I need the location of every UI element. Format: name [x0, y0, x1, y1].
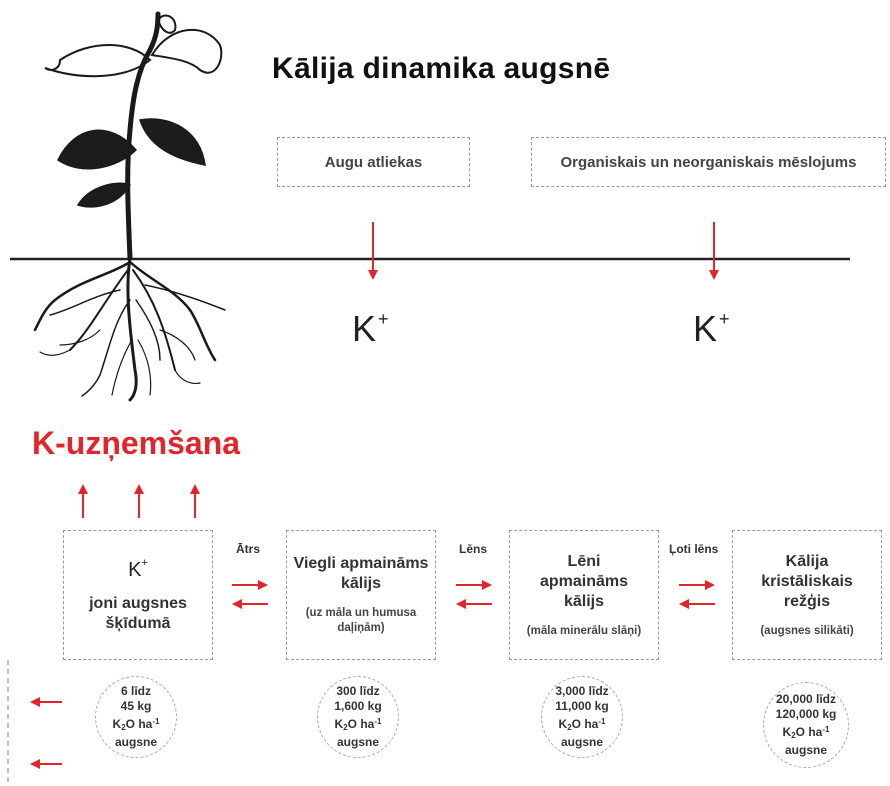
- pool-box-slowly-exchangeable: Lēni apmaināms kālijs (māla minerālu slā…: [509, 530, 659, 660]
- pool-main-label: Kālija kristāliskais režģis: [761, 552, 853, 610]
- amount-range-end: 45 kg: [120, 699, 152, 713]
- page-title: Kālija dinamika augsnē: [272, 52, 611, 85]
- pool-sub-label: (uz māla un humusa daļiņām): [305, 607, 417, 634]
- k-ion-label: K+: [693, 308, 730, 350]
- amount-range-end: 11,000 kg: [555, 699, 609, 713]
- pool-main-label: Viegli apmaināms kālijs: [293, 555, 429, 592]
- pool-k-charge: +: [141, 556, 148, 569]
- pool-sub-label: (māla minerālu slāņi): [526, 624, 642, 637]
- k-ion-charge: +: [378, 309, 389, 329]
- amount-circle-solution: 6 līdz 45 kg K2O ha-1 augsne: [95, 676, 177, 758]
- amount-range-end: 1,600 kg: [334, 699, 382, 713]
- k-ion-base: K: [352, 308, 377, 349]
- amount-unit: K2O ha-1: [558, 717, 606, 732]
- plant-illustration: [33, 11, 226, 402]
- k-ion-charge: +: [719, 309, 730, 329]
- amount-range-end: 120,000 kg: [775, 707, 837, 721]
- amount-range-start: 3,000 līdz: [555, 684, 609, 698]
- exchange-arrows: [232, 580, 715, 609]
- pool-main-label: Lēni apmaināms kālijs: [539, 552, 629, 610]
- amount-unit: K2O ha-1: [112, 717, 160, 732]
- pool-box-crystal-lattice: Kālija kristāliskais režģis (augsnes sil…: [732, 530, 882, 660]
- k-ion-label: K+: [352, 308, 389, 350]
- input-label: Augu atliekas: [324, 153, 423, 171]
- pool-main-label: joni augsnes šķīdumā: [89, 594, 187, 632]
- amount-range-start: 300 līdz: [336, 684, 380, 698]
- pool-box-readily-exchangeable: Viegli apmaināms kālijs (uz māla un humu…: [286, 530, 436, 660]
- input-box-plant-residues: Augu atliekas: [277, 137, 470, 187]
- amount-unit-tail: augsne: [336, 735, 379, 749]
- amount-circle-slowly: 3,000 līdz 11,000 kg K2O ha-1 augsne: [541, 676, 623, 758]
- input-label: Organiskais un neorganiskais mēslojums: [560, 153, 857, 171]
- speed-label-fast: Ātrs: [236, 542, 261, 556]
- pool-k-ion: K+: [128, 557, 148, 582]
- amount-range-start: 20,000 līdz: [775, 692, 837, 706]
- input-box-fertilizer: Organiskais un neorganiskais mēslojums: [531, 137, 886, 187]
- amount-circle-readily: 300 līdz 1,600 kg K2O ha-1 augsne: [317, 676, 399, 758]
- speed-label-very-slow: Ļoti lēns: [669, 542, 719, 556]
- speed-label-slow: Lēns: [459, 542, 488, 556]
- amount-unit-tail: augsne: [114, 735, 157, 749]
- pool-k-base: K: [128, 558, 142, 581]
- amount-circle-lattice: 20,000 līdz 120,000 kg K2O ha-1 augsne: [763, 682, 849, 768]
- pool-sub-label: (augsnes silikāti): [760, 624, 854, 637]
- amount-range-start: 6 līdz: [120, 684, 151, 698]
- pool-box-solution: K+ joni augsnes šķīdumā: [63, 530, 213, 660]
- k-uptake-label: K-uzņemšana: [32, 425, 241, 461]
- k-ion-base: K: [693, 308, 718, 349]
- amount-unit: K2O ha-1: [782, 725, 830, 740]
- amount-unit-tail: augsne: [560, 735, 603, 749]
- amount-unit: K2O ha-1: [334, 717, 382, 732]
- amount-unit-tail: augsne: [784, 743, 827, 757]
